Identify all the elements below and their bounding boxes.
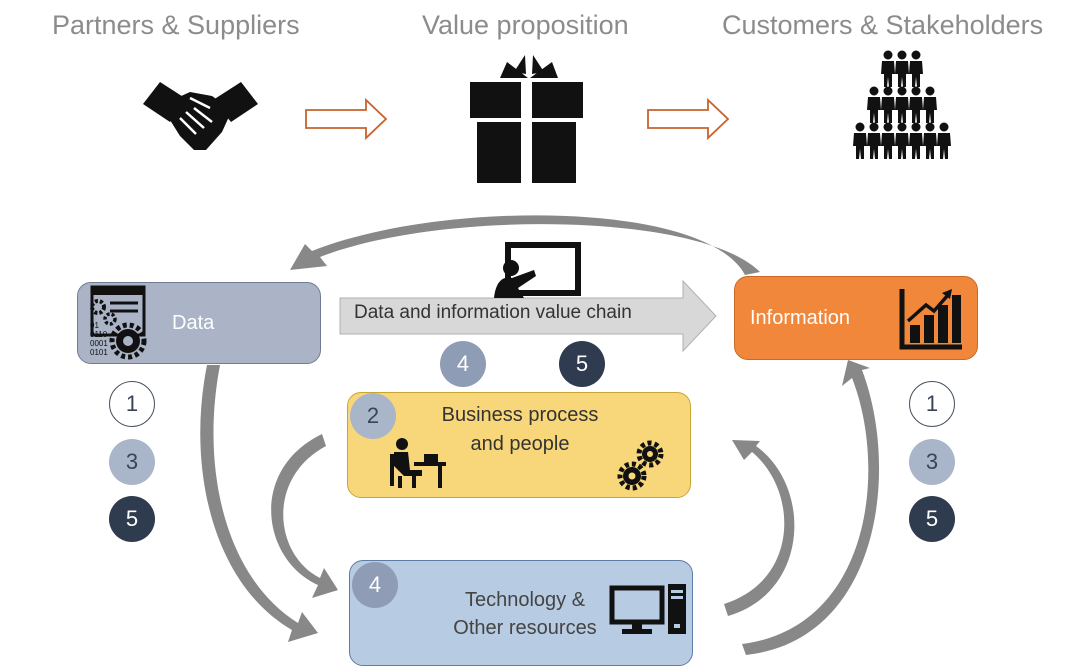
value-chain-label: Data and information value chain bbox=[354, 302, 632, 323]
crowd-person-head bbox=[855, 122, 865, 132]
crowd-person-head bbox=[925, 122, 935, 132]
crowd-person-body bbox=[895, 97, 909, 123]
crowd-person-head bbox=[897, 50, 907, 60]
technology-label-line1: Technology & bbox=[464, 589, 586, 611]
crowd-icon bbox=[853, 50, 951, 159]
right-badge-3: 3 bbox=[909, 439, 955, 485]
crowd-person-body bbox=[923, 133, 937, 159]
value-proposition-heading: Value proposition bbox=[422, 10, 629, 40]
crowd-person-body bbox=[909, 61, 923, 87]
business-label-line1: Business process bbox=[441, 404, 599, 426]
gift-icon bbox=[470, 55, 583, 183]
business-label-line2: and people bbox=[470, 433, 570, 455]
crowd-person-body bbox=[895, 133, 909, 159]
crowd-person-head bbox=[939, 122, 949, 132]
partners-heading: Partners & Suppliers bbox=[52, 10, 300, 40]
crowd-person-body bbox=[853, 133, 867, 159]
handshake-icon bbox=[143, 82, 258, 150]
information-label: Information bbox=[750, 307, 851, 329]
crowd-person-body bbox=[923, 97, 937, 123]
right-inner-arrow bbox=[724, 440, 795, 616]
left-badge-3: 3 bbox=[109, 439, 155, 485]
crowd-person-head bbox=[911, 50, 921, 60]
crowd-person-head bbox=[897, 86, 907, 96]
technology-label-line2: Other resources bbox=[453, 617, 597, 639]
left-outer-arrow bbox=[200, 365, 318, 642]
crowd-person-body bbox=[867, 133, 881, 159]
crowd-person-body bbox=[909, 97, 923, 123]
top-return-arrow bbox=[290, 215, 760, 275]
customers-heading: Customers & Stakeholders bbox=[722, 10, 1044, 40]
data-icon-digit-3: 0001 bbox=[90, 339, 108, 348]
gears-icon bbox=[617, 440, 664, 491]
crowd-person-head bbox=[911, 86, 921, 96]
crowd-person-body bbox=[895, 61, 909, 87]
crowd-person-body bbox=[881, 61, 895, 87]
data-icon-digit-2: 0110 bbox=[90, 330, 108, 339]
crowd-person-body bbox=[909, 133, 923, 159]
chain-badge-5: 5 bbox=[559, 341, 605, 387]
left-badge-5: 5 bbox=[109, 496, 155, 542]
bar-chart-icon bbox=[899, 289, 962, 350]
right-badge-5: 5 bbox=[909, 496, 955, 542]
crowd-person-head bbox=[911, 122, 921, 132]
crowd-person-head bbox=[883, 122, 893, 132]
data-icon-digit-1: 01 bbox=[90, 321, 99, 330]
right-badge-1: 1 bbox=[909, 381, 955, 427]
desk-worker-icon bbox=[390, 438, 446, 488]
technology-badge: 4 bbox=[352, 562, 398, 608]
right-outer-arrow bbox=[742, 360, 880, 655]
crowd-person-head bbox=[897, 122, 907, 132]
crowd-person-body bbox=[881, 133, 895, 159]
technology-box bbox=[349, 560, 693, 666]
crowd-person-body bbox=[937, 133, 951, 159]
data-gears-icon: 01 0110 0001 0101 bbox=[90, 285, 147, 360]
flow-arrow-2 bbox=[647, 97, 730, 141]
crowd-person-head bbox=[883, 50, 893, 60]
left-inner-arrow bbox=[271, 434, 338, 598]
computer-icon bbox=[609, 584, 686, 634]
presentation-icon bbox=[494, 242, 581, 298]
crowd-person-head bbox=[925, 86, 935, 96]
crowd-person-body bbox=[867, 97, 881, 123]
data-label: Data bbox=[172, 312, 215, 334]
business-badge: 2 bbox=[350, 393, 396, 439]
chain-badge-4: 4 bbox=[440, 341, 486, 387]
left-badge-1: 1 bbox=[109, 381, 155, 427]
crowd-person-head bbox=[869, 86, 879, 96]
data-icon-digit-4: 0101 bbox=[90, 348, 108, 357]
crowd-person-head bbox=[883, 86, 893, 96]
crowd-person-body bbox=[881, 97, 895, 123]
crowd-person-head bbox=[869, 122, 879, 132]
flow-arrow-1 bbox=[305, 97, 388, 141]
